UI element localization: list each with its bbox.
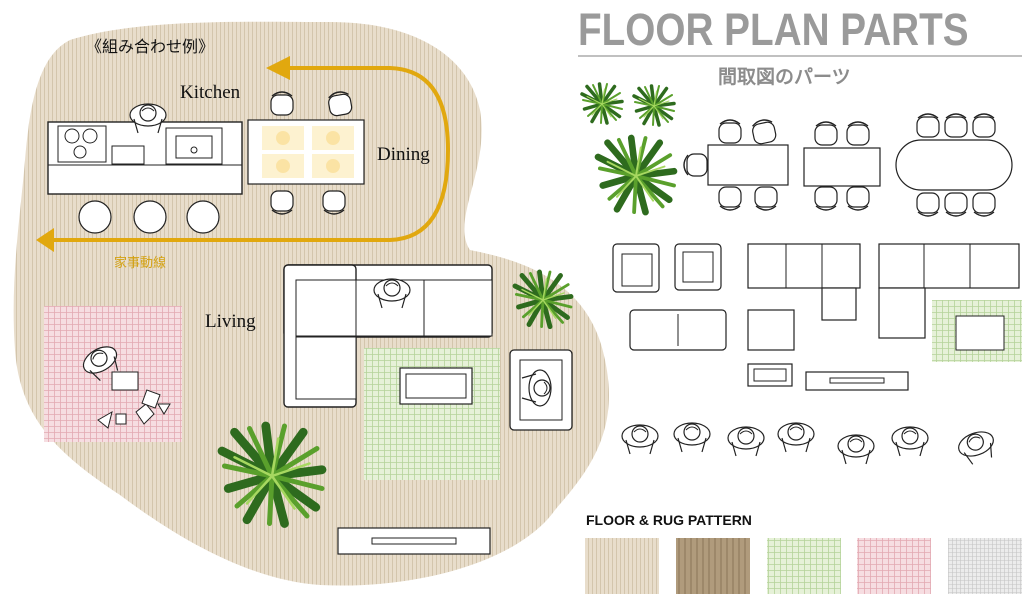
part-rug-table [955,315,1005,351]
part-plant-2 [632,84,676,127]
bar-stools [78,200,220,234]
swatch-gray-mesh [948,538,1022,594]
swatch-dark-wood [676,538,750,594]
page-subtitle: 間取図のパーツ [718,66,851,88]
coffee-table [399,367,473,405]
flow-arrow [36,56,451,252]
part-people [621,422,1000,468]
part-dining-table-2 [803,121,881,211]
part-corner-sofa-1 [747,243,861,321]
part-armchair-1 [612,243,660,293]
toy-blocks [97,371,171,429]
part-dining-table-4 [683,117,789,211]
swatch-green-check [767,538,841,594]
swatch-pink-check [857,538,931,594]
flow-label: 家事動線 [114,256,167,271]
room-label-kitchen: Kitchen [180,82,241,103]
room-label-living: Living [205,311,256,332]
part-oval-table [895,113,1013,217]
part-plant-3 [598,138,674,212]
swatch-light-wood [585,538,659,594]
part-low-table [747,363,793,387]
part-tv-board [805,371,909,391]
part-square-table [747,309,795,351]
part-corner-sofa-2 [878,243,1020,339]
pattern-heading: FLOOR & RUG PATTERN [586,512,752,528]
room-label-dining: Dining [377,144,430,165]
part-armchair-2 [674,243,722,291]
part-plant-1 [580,82,624,125]
tv-board [337,527,491,555]
kitchen-counter [47,121,243,195]
page-title: FLOOR PLAN PARTS [578,4,969,55]
dining-set [247,89,365,215]
part-two-seat-sofa [629,309,727,351]
example-caption: 《組み合わせ例》 [86,37,215,56]
